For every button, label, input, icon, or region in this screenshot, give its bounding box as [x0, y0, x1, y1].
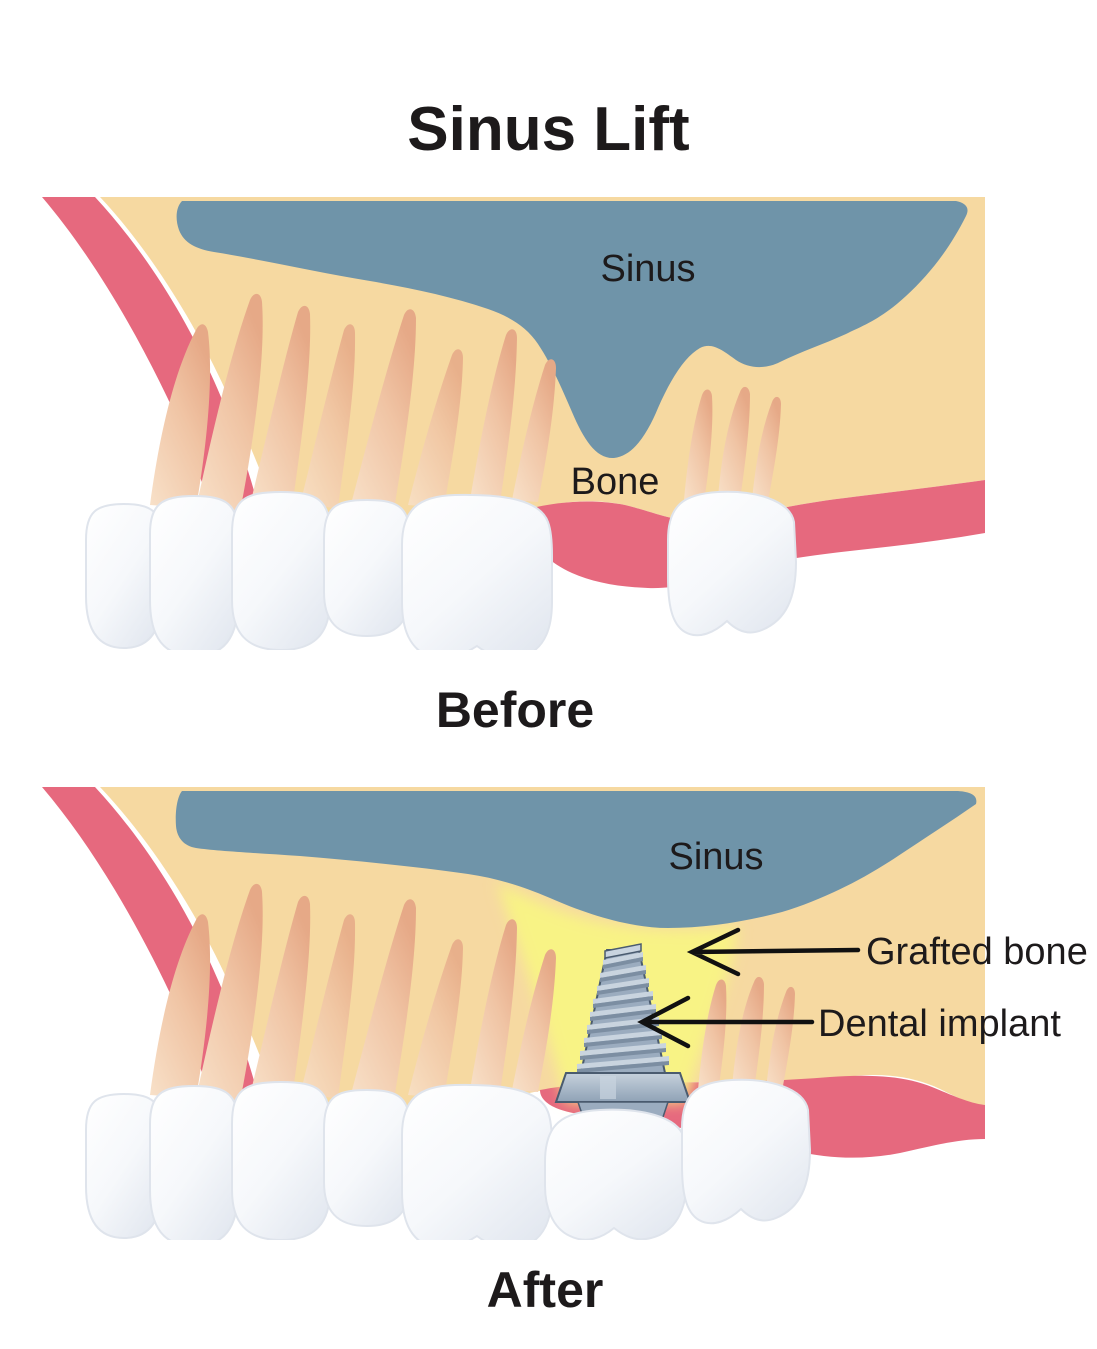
tooth-root — [250, 305, 311, 508]
grafted-bone-label: Grafted bone — [866, 931, 1088, 973]
tooth-root — [752, 396, 781, 502]
tooth — [231, 1080, 331, 1240]
tooth-crowns — [85, 1078, 812, 1240]
tooth-root — [408, 939, 463, 1098]
tooth-root — [300, 324, 356, 508]
tooth — [681, 1078, 812, 1225]
tooth-root — [408, 349, 463, 508]
tooth-root — [718, 386, 750, 500]
dental-implant-label: Dental implant — [818, 1003, 1061, 1045]
before-caption: Before — [435, 682, 595, 738]
tooth-root — [196, 293, 263, 512]
page-title: Sinus Lift — [407, 94, 690, 164]
after-illustration: Sinus Grafted bone Dental implant — [42, 787, 1088, 1240]
tooth-root — [470, 919, 517, 1093]
sinus-label: Sinus — [600, 248, 695, 290]
tooth — [231, 490, 331, 650]
tooth-root — [196, 883, 263, 1102]
tooth — [401, 1083, 553, 1240]
tooth-roots — [150, 293, 781, 512]
tooth-root — [512, 359, 556, 502]
tooth-root — [350, 899, 416, 1100]
tooth-root — [150, 914, 211, 1098]
dental-implant-arrow — [637, 995, 815, 1049]
grafted-bone-arrow — [686, 927, 861, 977]
tooth-root — [684, 389, 713, 502]
tooth-root — [766, 986, 795, 1092]
annotation-arrows — [637, 927, 861, 1049]
sinus-shape — [176, 201, 968, 459]
tooth — [149, 1084, 239, 1240]
tooth-root — [250, 895, 311, 1098]
tooth — [323, 498, 411, 638]
tooth-root — [698, 979, 727, 1092]
implant-cap — [604, 943, 642, 959]
tooth-root — [732, 976, 764, 1090]
implant-abutment-facet — [600, 1076, 616, 1099]
after-caption: After — [486, 1262, 604, 1318]
sinus-label: Sinus — [668, 836, 763, 878]
tooth-root — [470, 329, 517, 503]
sinus-shape — [175, 791, 977, 928]
tooth-root — [300, 914, 356, 1098]
tooth — [544, 1108, 689, 1240]
tooth — [667, 490, 798, 637]
tooth-root — [512, 949, 556, 1092]
tooth-crowns — [85, 490, 798, 650]
tooth — [149, 494, 239, 650]
tooth — [401, 493, 553, 650]
before-illustration: Sinus Bone — [42, 197, 985, 650]
implant-abutment — [554, 1072, 692, 1103]
bone-label: Bone — [571, 461, 660, 503]
tooth-roots — [150, 883, 795, 1102]
tooth-root — [350, 309, 416, 510]
tooth — [323, 1088, 411, 1228]
tooth-root — [150, 324, 211, 508]
